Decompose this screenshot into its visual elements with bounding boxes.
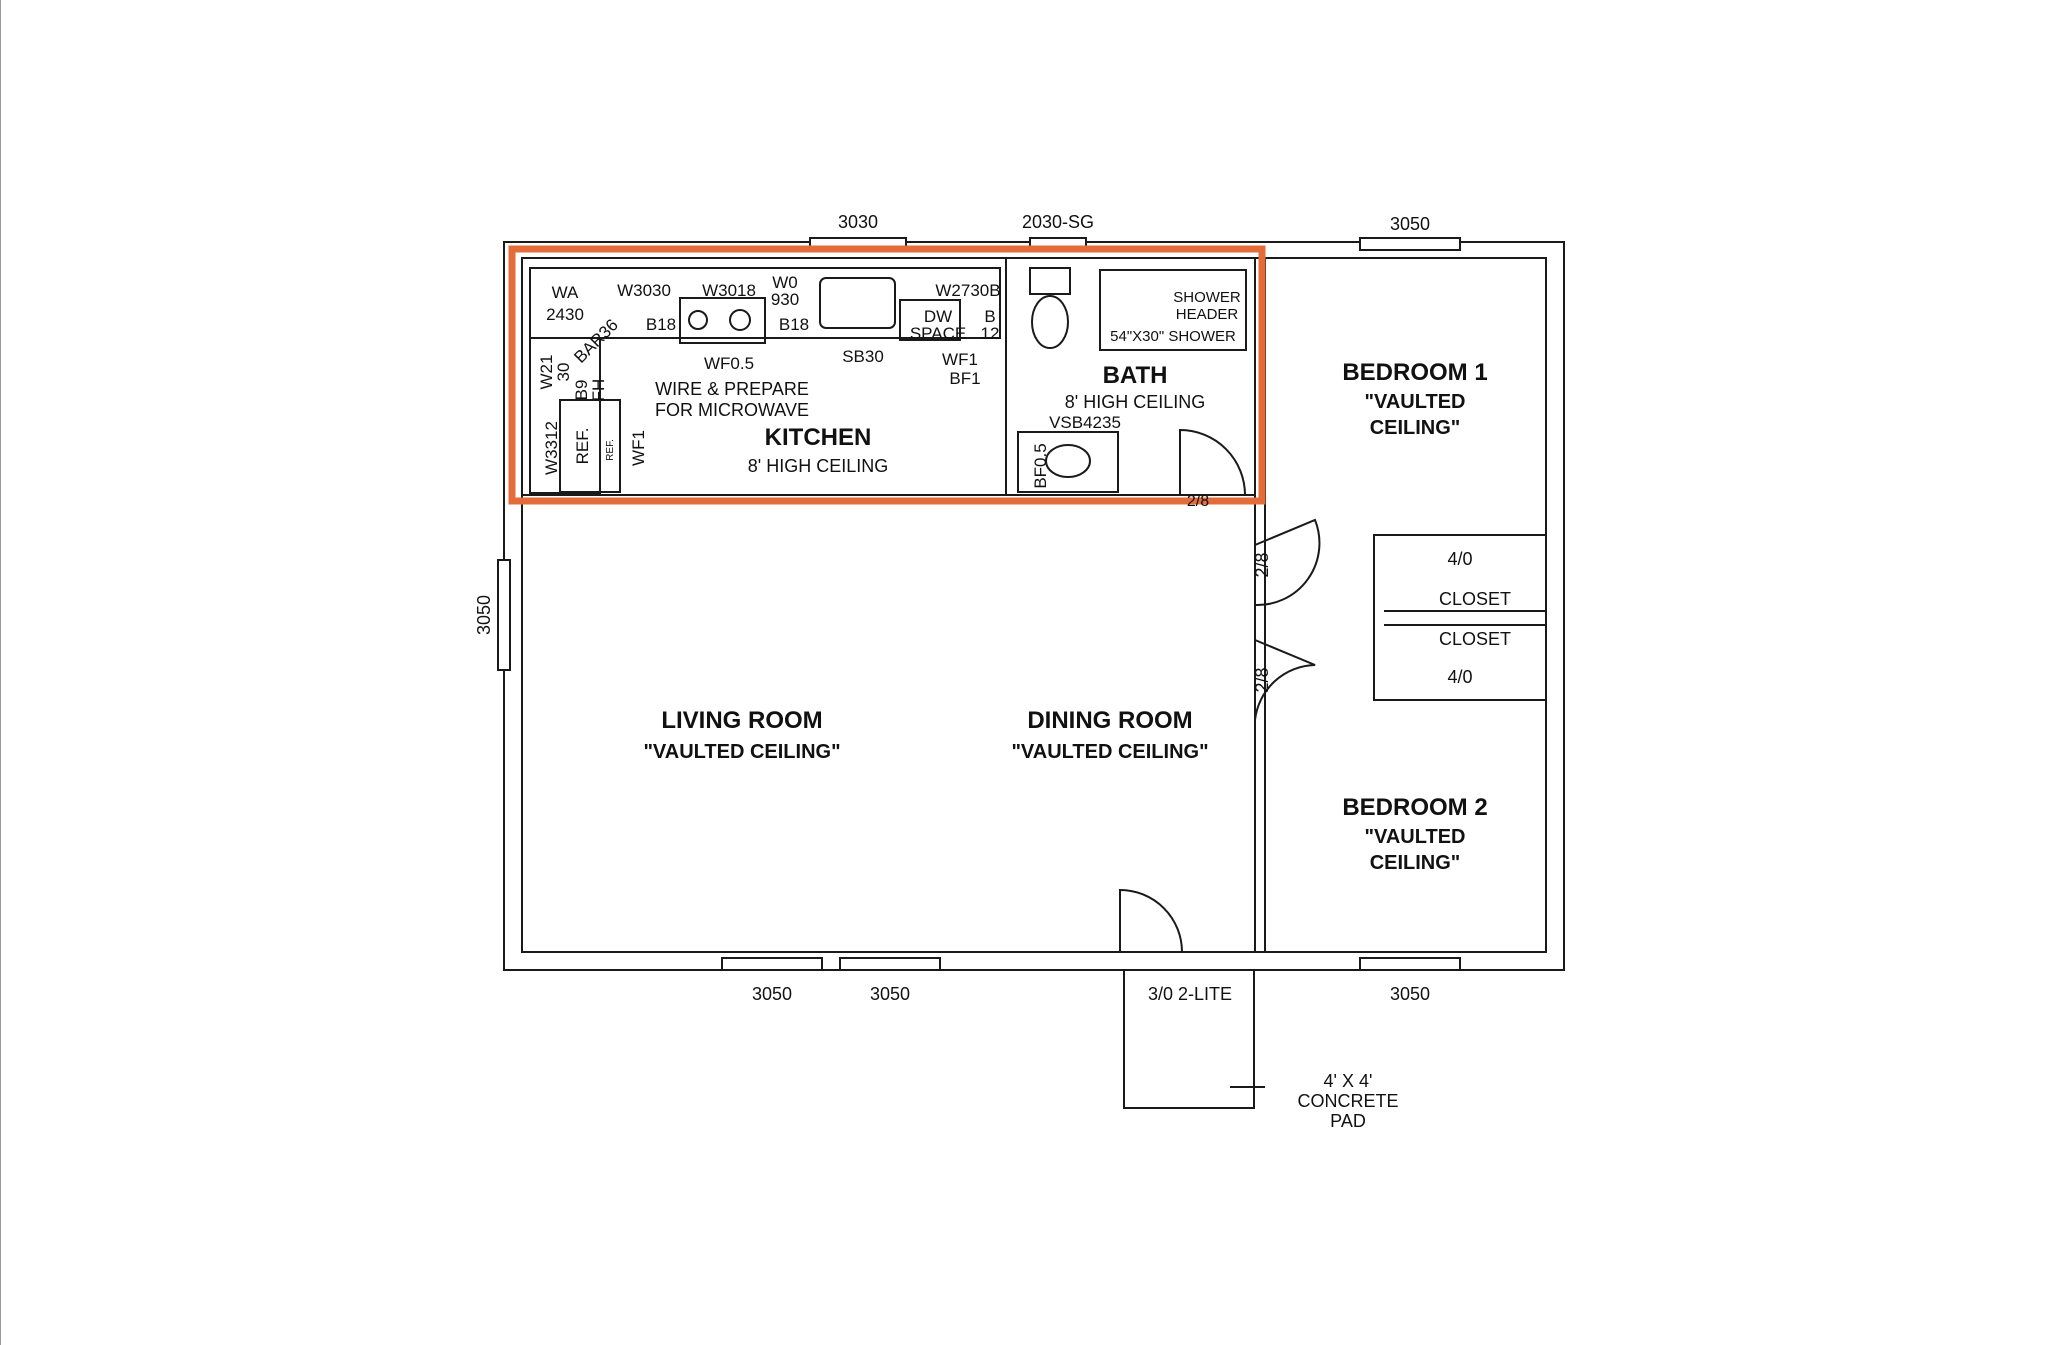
- sink-box: [819, 277, 896, 329]
- window-bedroom2-bottom-label: 3050: [1390, 984, 1430, 1004]
- dining-name: DINING ROOM: [1027, 707, 1192, 734]
- pad-line-1: 4' X 4': [1324, 1071, 1373, 1091]
- range-burner-1: [688, 310, 708, 330]
- bedroom1-door-label: 2/8: [1252, 552, 1272, 577]
- kitchen-sb30: SB30: [842, 347, 884, 366]
- kitchen-dw: DW: [924, 307, 952, 326]
- vanity-sink: [1045, 444, 1091, 478]
- window-living-bottom-a: [721, 957, 823, 971]
- bedroom2-ceiling-1: "VAULTED: [1365, 826, 1466, 848]
- window-bedroom1-top-label: 3050: [1390, 214, 1430, 234]
- toilet-tank: [1029, 267, 1071, 295]
- bath-shower-head-2: HEADER: [1176, 306, 1239, 323]
- kitchen-w3312: W3312: [542, 421, 561, 475]
- range-burner-2: [729, 309, 751, 331]
- living-ceiling: "VAULTED CEILING": [643, 741, 840, 763]
- kitchen-wf05: WF0.5: [704, 354, 754, 373]
- kitchen-b-size: 12: [981, 324, 1000, 343]
- bedroom1-ceiling-1: "VAULTED: [1365, 391, 1466, 413]
- bath-door-label: 2/8: [1187, 493, 1209, 510]
- kitchen-w21: W21: [537, 355, 556, 390]
- bedroom2-ceiling-2: CEILING": [1370, 852, 1461, 874]
- toilet-bowl: [1031, 295, 1069, 349]
- shower-box: [1099, 269, 1247, 351]
- kitchen-b18-left: B18: [646, 315, 676, 334]
- window-living-left: [497, 559, 511, 671]
- bedroom1-ceiling-2: CEILING": [1370, 417, 1461, 439]
- kitchen-wf1-left: WF1: [629, 430, 648, 466]
- pad-line-2: CONCRETE: [1297, 1091, 1398, 1111]
- kitchen-name: KITCHEN: [765, 424, 872, 451]
- kitchen-ceiling: 8' HIGH CEILING: [748, 456, 888, 476]
- pad-line-3: PAD: [1330, 1111, 1366, 1131]
- bath-vsb: VSB4235: [1049, 413, 1121, 432]
- closet-top-label: CLOSET: [1439, 589, 1511, 609]
- closet-top-door-label: 4/0: [1447, 549, 1472, 569]
- window-bedroom2-bottom: [1359, 957, 1461, 971]
- bedroom1-door: [1254, 518, 1321, 607]
- kitchen-wa-size: 2430: [546, 305, 584, 324]
- bedroom1-name: BEDROOM 1: [1342, 359, 1487, 386]
- window-kitchen-top-label: 3030: [838, 212, 878, 232]
- kitchen-ref-small: REF.: [605, 439, 616, 461]
- dw-box: [899, 299, 961, 341]
- closet-bottom-door-label: 4/0: [1447, 667, 1472, 687]
- kitchen-fh: FH: [589, 379, 608, 402]
- kitchen-microwave-2: FOR MICROWAVE: [655, 400, 809, 420]
- window-living-bottom-a-label: 3050: [752, 984, 792, 1004]
- window-bedroom1-top: [1359, 237, 1461, 251]
- bath-door: [1179, 428, 1246, 496]
- window-bath-top-label: 2030-SG: [1022, 212, 1094, 232]
- kitchen-b9: B9: [572, 380, 591, 401]
- entry-door: [1119, 888, 1183, 953]
- kitchen-ref: REF.: [573, 428, 592, 465]
- bath-bf05: BF0.5: [1031, 443, 1050, 488]
- bath-shower: 54"X30" SHOWER: [1110, 328, 1236, 345]
- kitchen-w3030: W3030: [617, 281, 671, 300]
- dining-ceiling: "VAULTED CEILING": [1011, 741, 1208, 763]
- page-edge-line: [0, 0, 1, 1345]
- kitchen-w2730b: W2730B: [935, 281, 1000, 300]
- fridge-box: [559, 399, 621, 493]
- kitchen-b: B: [984, 307, 995, 326]
- kitchen-b18-right: B18: [779, 315, 809, 334]
- bath-ceiling: 8' HIGH CEILING: [1065, 392, 1205, 412]
- bedroom2-door: [1254, 639, 1316, 721]
- vanity-box: [1017, 431, 1119, 493]
- bath-name: BATH: [1103, 362, 1168, 389]
- entry-door-label: 3/0 2-LITE: [1148, 984, 1232, 1004]
- window-living-bottom-b-label: 3050: [870, 984, 910, 1004]
- kitchen-wf1-right: WF1: [942, 350, 978, 369]
- bath-shower-head-1: SHOWER: [1173, 289, 1241, 306]
- window-living-left-label: 3050: [474, 595, 494, 635]
- closet-bottom-label: CLOSET: [1439, 629, 1511, 649]
- kitchen-space: SPACE: [910, 324, 966, 343]
- range-box: [679, 297, 766, 344]
- kitchen-microwave-1: WIRE & PREPARE: [655, 379, 809, 399]
- kitchen-w0-size: 930: [771, 290, 799, 309]
- living-name: LIVING ROOM: [661, 707, 822, 734]
- kitchen-w3018: W3018: [702, 281, 756, 300]
- bedroom2-door-label: 2/8: [1252, 667, 1272, 692]
- highlight-frame: [508, 245, 1266, 505]
- concrete-pad: [1123, 969, 1255, 1109]
- kitchen-w21-size: 30: [554, 363, 573, 382]
- kitchen-wa: WA: [552, 283, 579, 302]
- closet-block: [1373, 534, 1547, 701]
- kitchen-w0: W0: [772, 273, 798, 292]
- window-living-bottom-b: [839, 957, 941, 971]
- kitchen-bf1: BF1: [949, 369, 980, 388]
- bedroom2-name: BEDROOM 2: [1342, 794, 1487, 821]
